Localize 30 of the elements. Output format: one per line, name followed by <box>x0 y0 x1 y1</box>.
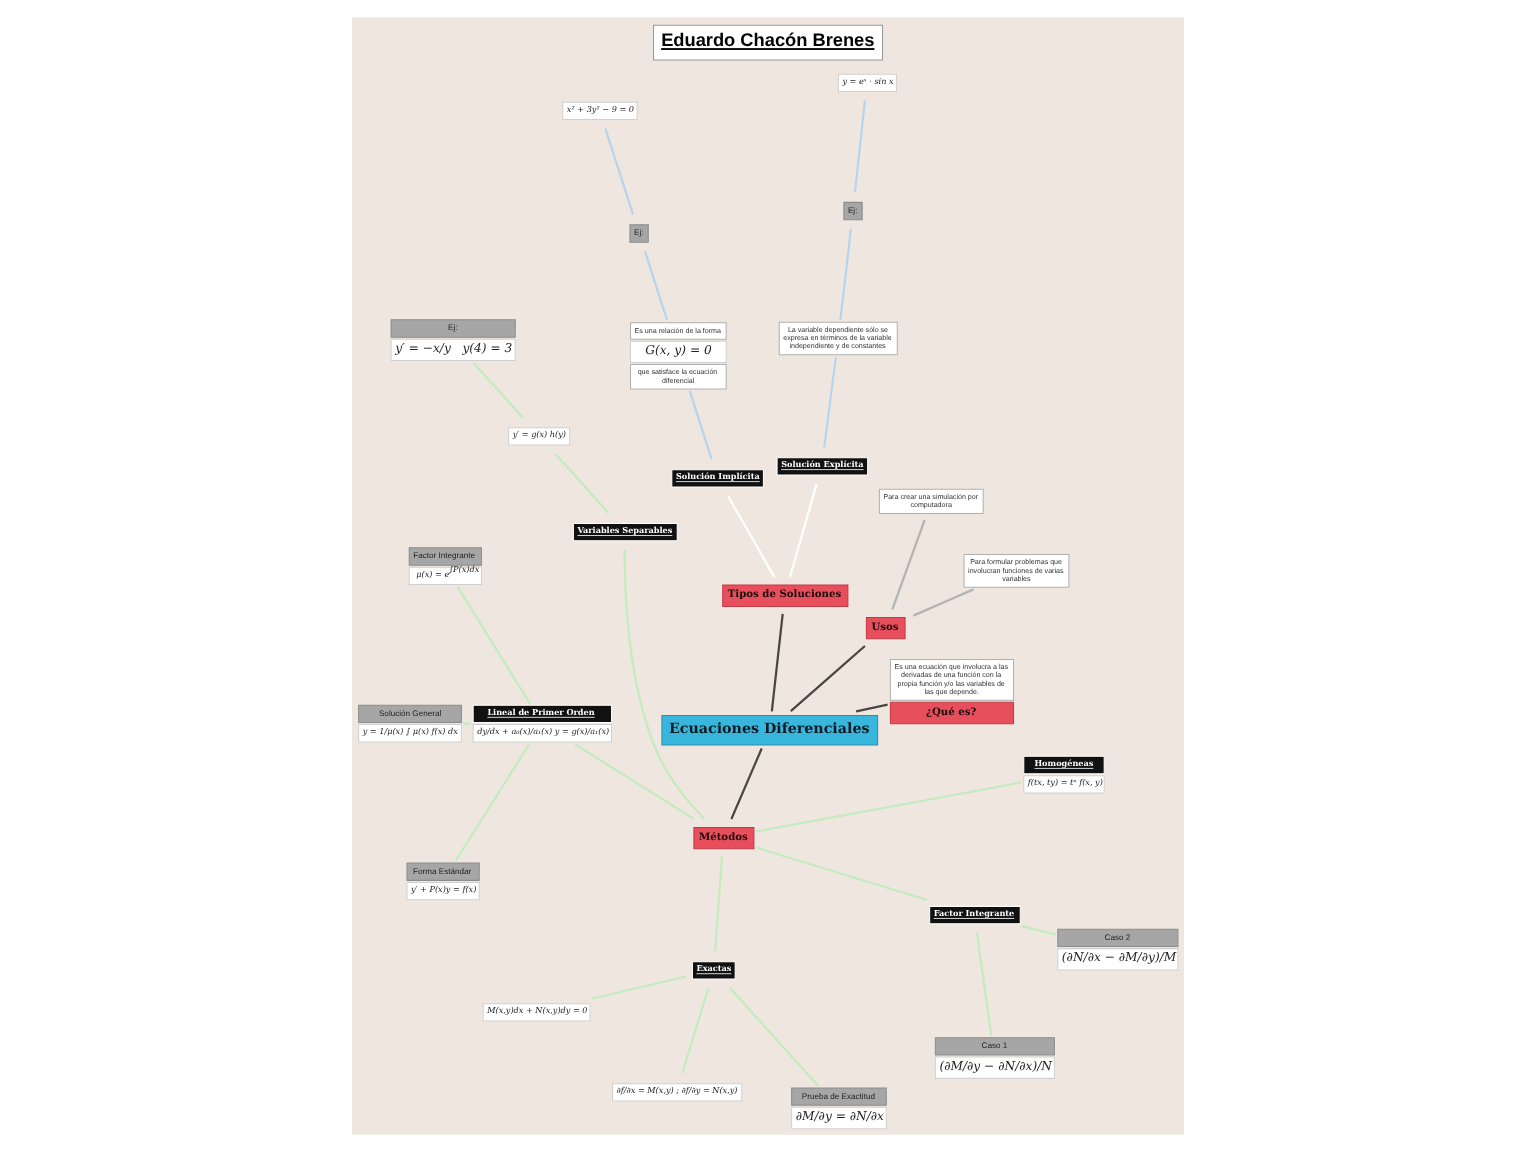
connector <box>554 453 610 514</box>
connector <box>456 586 531 704</box>
diagram-title: Eduardo Chacón Brenes <box>661 30 875 51</box>
connector <box>823 356 837 448</box>
connector <box>1021 925 1056 936</box>
connector <box>729 987 819 1087</box>
connector <box>790 645 866 713</box>
connector <box>727 495 776 578</box>
connector <box>472 361 524 419</box>
connector <box>855 703 888 713</box>
connector <box>730 748 763 820</box>
connector <box>688 390 713 460</box>
connector <box>770 613 784 712</box>
connector <box>454 743 531 862</box>
connector <box>623 550 706 820</box>
connector <box>574 743 695 820</box>
connector <box>891 519 926 610</box>
connector <box>839 229 852 321</box>
connector <box>789 484 818 578</box>
connector <box>975 932 993 1036</box>
connector <box>643 250 669 321</box>
connector <box>755 846 928 901</box>
connector <box>463 722 471 725</box>
connector <box>591 975 687 1000</box>
connector <box>912 588 974 617</box>
connector <box>604 128 635 215</box>
connector <box>853 100 866 193</box>
connector <box>681 988 710 1074</box>
connector <box>714 855 724 952</box>
connector <box>755 781 1022 833</box>
